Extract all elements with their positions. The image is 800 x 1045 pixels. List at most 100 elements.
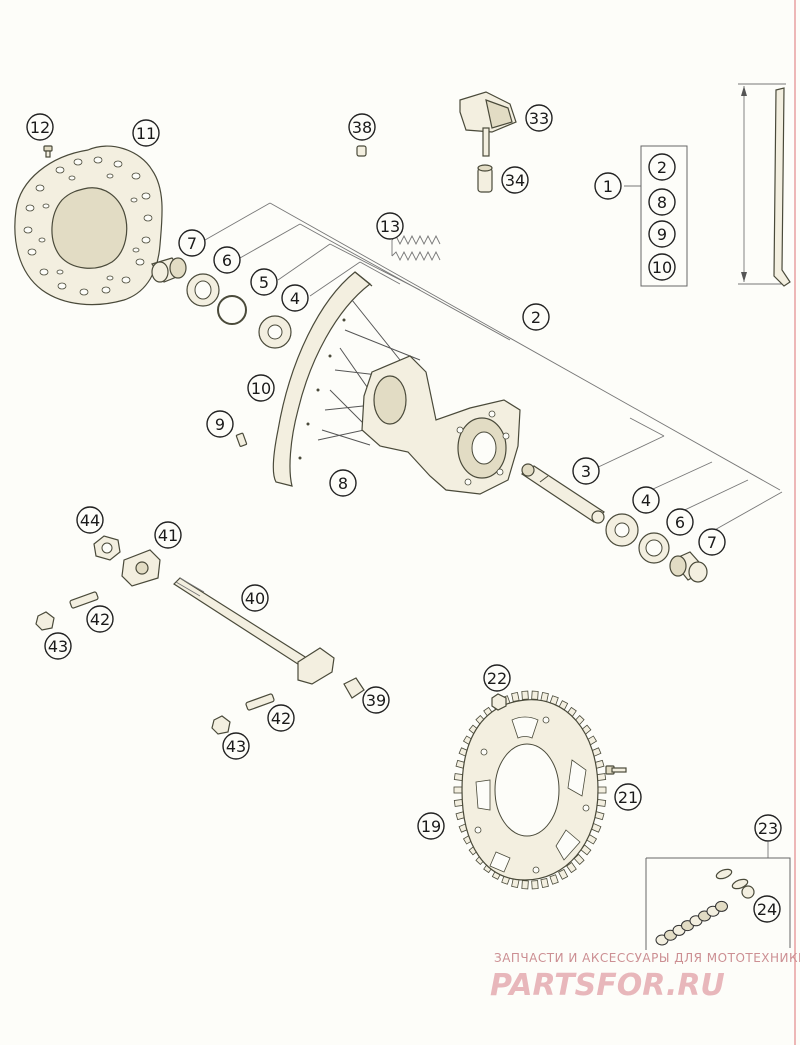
callout-circle (213, 246, 241, 274)
seal-right (638, 532, 670, 564)
callout-c13: 13 (376, 212, 404, 240)
leader-frame-upper (204, 202, 781, 491)
sprocket-tooth (597, 786, 607, 794)
callout-c42a: 42 (86, 605, 114, 633)
callout-circle (648, 220, 676, 248)
callout-circle (241, 584, 269, 612)
callout-circle (572, 457, 600, 485)
callout-circle (267, 704, 295, 732)
callout-circle (247, 374, 275, 402)
callout-circle (698, 528, 726, 556)
callout-circle (666, 508, 694, 536)
callout-circle (417, 812, 445, 840)
callout-c5: 5 (250, 268, 278, 296)
callout-circle (348, 113, 376, 141)
callout-label: 23 (758, 819, 778, 838)
callout-circle (86, 605, 114, 633)
callout-label: 22 (487, 669, 507, 688)
callout-label: 44 (80, 511, 100, 530)
callout-c11: 11 (132, 119, 160, 147)
callout-c4a: 4 (281, 284, 309, 312)
rim-tape (391, 234, 441, 262)
watermark-brand: PARTSFOR.RU (490, 968, 725, 1003)
callout-label: 1 (603, 177, 613, 196)
callout-label: 8 (657, 193, 667, 212)
callout-circle (329, 469, 357, 497)
callout-label: 13 (380, 217, 400, 236)
callout-label: 8 (338, 474, 348, 493)
seal-left (186, 273, 220, 307)
callout-label: 9 (657, 225, 667, 244)
callout-label: 41 (158, 526, 178, 545)
callout-label: 19 (421, 817, 441, 836)
sprocket-tooth (558, 868, 569, 880)
callout-label: 10 (652, 258, 672, 277)
callout-label: 42 (90, 610, 110, 629)
callout-label: 9 (215, 415, 225, 434)
callout-label: 4 (290, 289, 300, 308)
callout-circle (206, 410, 234, 438)
spacer-left (151, 257, 187, 283)
axle-nut (93, 535, 121, 561)
callout-c22: 22 (483, 664, 511, 692)
callout-c1-9: 9 (648, 220, 676, 248)
callout-c42b: 42 (267, 704, 295, 732)
callout-c1-2: 2 (648, 153, 676, 181)
callout-c6b: 6 (666, 508, 694, 536)
callout-c1: 1 (594, 172, 622, 200)
callout-circle (525, 104, 553, 132)
hub (361, 355, 521, 495)
sprocket-tooth (540, 878, 549, 889)
sprocket-bolt (605, 765, 627, 775)
callout-c41: 41 (154, 521, 182, 549)
callout-c12: 12 (26, 113, 54, 141)
sprocket-nut (491, 693, 507, 711)
callout-circle (754, 814, 782, 842)
callout-circle (132, 119, 160, 147)
sprocket-tooth (566, 862, 577, 874)
callout-label: 12 (30, 118, 50, 137)
callout-circle (648, 188, 676, 216)
callout-c33: 33 (525, 104, 553, 132)
callout-label: 21 (618, 788, 638, 807)
callout-circle (483, 664, 511, 692)
callout-c8: 8 (329, 469, 357, 497)
callout-circle (26, 113, 54, 141)
callout-c7a: 7 (178, 229, 206, 257)
callout-label: 43 (226, 737, 246, 756)
callout-c43a: 43 (44, 632, 72, 660)
callout-label: 5 (259, 273, 269, 292)
callout-circle (522, 303, 550, 331)
callout-label: 2 (531, 308, 541, 327)
callout-c6a: 6 (213, 246, 241, 274)
adjuster-nut-right (211, 715, 231, 735)
callout-label: 7 (187, 234, 197, 253)
callout-label: 38 (352, 118, 372, 137)
callout-label: 7 (707, 533, 717, 552)
callout-c4b: 4 (632, 486, 660, 514)
watermark-tagline: ЗАПЧАСТИ И АКСЕССУАРЫ ДЛЯ МОТОТЕХНИКИ (494, 951, 800, 965)
spacer-right (669, 551, 708, 583)
callout-c1-8: 8 (648, 188, 676, 216)
callout-label: 11 (136, 124, 156, 143)
chain-link (715, 900, 728, 912)
sprocket-tooth (549, 874, 559, 885)
callout-label: 10 (251, 379, 271, 398)
rim (272, 271, 373, 487)
callout-circle (501, 166, 529, 194)
callout-label: 42 (271, 709, 291, 728)
callout-c3: 3 (572, 457, 600, 485)
adjuster-bolt-left (69, 591, 99, 609)
callout-label: 39 (366, 691, 386, 710)
sprocket-tooth (521, 690, 529, 700)
callout-c38: 38 (348, 113, 376, 141)
callout-label: 33 (529, 109, 549, 128)
valve-cap (356, 145, 367, 157)
callout-circle (362, 686, 390, 714)
callout-c2: 2 (522, 303, 550, 331)
callout-circle (376, 212, 404, 240)
callout-c23: 23 (754, 814, 782, 842)
chain (655, 900, 728, 946)
callout-c44: 44 (76, 506, 104, 534)
